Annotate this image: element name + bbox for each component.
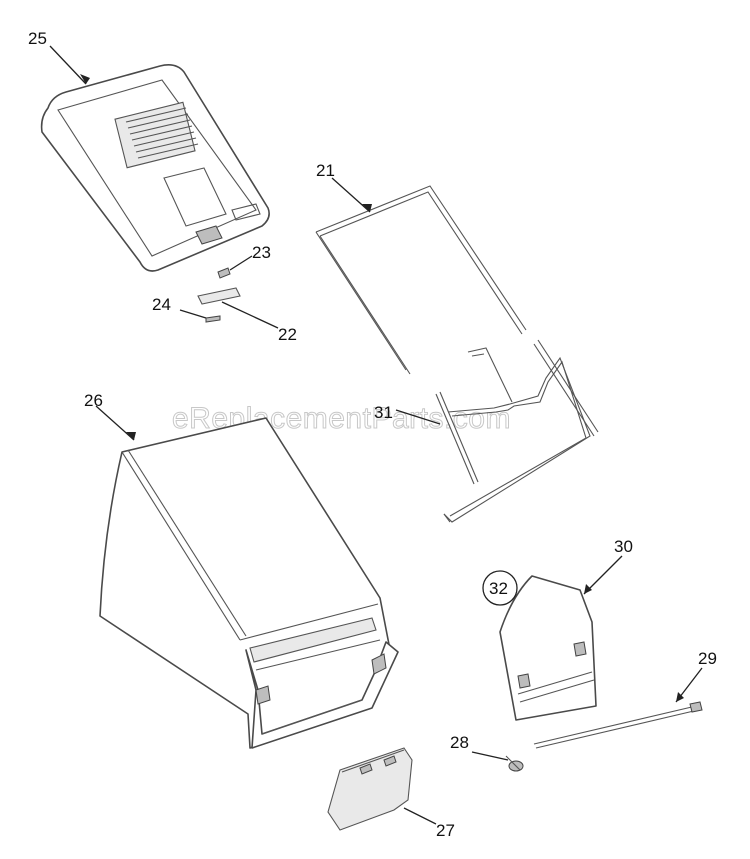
leader-28: [471, 751, 509, 761]
callout-22: 22: [278, 325, 297, 344]
leader-23: [229, 255, 253, 271]
callout-26: 26: [84, 391, 103, 410]
part-30-side-flap: [499, 575, 597, 721]
leader-31: [395, 409, 441, 425]
callout-32: 32: [489, 579, 508, 598]
callout-31: 31: [374, 403, 393, 422]
leader-22: [221, 301, 279, 329]
leader-30: [583, 555, 623, 595]
leader-27: [403, 807, 437, 825]
part-24-pin: [205, 315, 221, 323]
vent-grille-icon: [125, 107, 199, 159]
leader-21: [331, 177, 371, 213]
callout-25: 25: [28, 29, 47, 48]
callout-27: 27: [436, 821, 455, 840]
part-28-clip: [505, 755, 524, 772]
part-21-frame: [315, 185, 599, 523]
callout-28: 28: [450, 733, 469, 752]
callout-23: 23: [252, 243, 271, 262]
part-29-rod: [533, 701, 703, 749]
callout-21: 21: [316, 161, 335, 180]
part-25-top-cover: [40, 64, 270, 272]
part-32-kit-callout: 32: [482, 570, 518, 606]
callout-30: 30: [614, 537, 633, 556]
leader-25: [49, 45, 87, 85]
part-22-latch: [197, 287, 241, 305]
part-23-screw: [217, 267, 231, 279]
callout-29: 29: [698, 649, 717, 668]
part-27-flap: [327, 747, 413, 831]
part-26-grass-bag: [99, 417, 399, 749]
callout-24: 24: [152, 295, 171, 314]
leader-24: [179, 309, 207, 319]
leader-26: [95, 405, 135, 441]
